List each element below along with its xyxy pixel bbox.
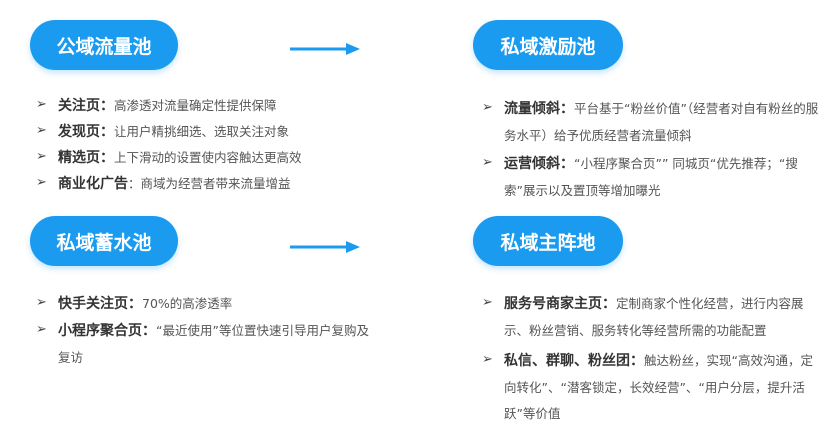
private-main-list: 服务号商家主页：定制商家个性化经营，进行内容展示、粉丝营销、服务转化等经营所需的… [482, 290, 822, 430]
private-main-title: 私域主阵地 [473, 216, 623, 266]
item-key: 精选页： [58, 150, 114, 166]
list-item: 发现页：让用户精挑细选、选取关注对象 [36, 121, 376, 147]
private-pool-title: 私域蓄水池 [30, 216, 178, 266]
list-item: 精选页：上下滑动的设置使内容触达更高效 [36, 147, 376, 173]
list-item: 私信、群聊、粉丝团：触达粉丝，实现“高效沟通，定向转化”、“潜客锁定，长效经营”… [482, 347, 822, 426]
item-desc: “最近使用”等位置快速引导用户复购及复访 [58, 323, 369, 365]
item-desc: ：商域为经营者带来流量增益 [128, 176, 291, 191]
list-item: 小程序聚合页：“最近使用”等位置快速引导用户复购及复访 [36, 317, 376, 370]
public-pool-list: 关注页：高渗透对流量确定性提供保障 发现页：让用户精挑细选、选取关注对象 精选页… [36, 95, 376, 199]
item-key: 快手关注页： [58, 296, 142, 312]
list-item: 服务号商家主页：定制商家个性化经营，进行内容展示、粉丝营销、服务转化等经营所需的… [482, 290, 822, 343]
item-desc: 高渗透对流量确定性提供保障 [114, 98, 277, 113]
item-key: 商业化广告 [58, 176, 128, 192]
item-key: 小程序聚合页： [58, 323, 156, 339]
item-key: 私信、群聊、粉丝团： [504, 353, 644, 369]
item-key: 运营倾斜： [504, 156, 574, 172]
arrow-right-icon [290, 241, 360, 253]
item-desc: 70%的高渗透率 [142, 296, 233, 311]
item-desc: 触达粉丝，实现“高效沟通，定向转化”、“潜客锁定，长效经营”、“用户分层，提升活… [504, 353, 813, 421]
arrow-right-icon [290, 43, 360, 55]
item-desc: “小程序聚合页”” 同城页“优先推荐；“搜索”展示以及置顶等增加曝光 [504, 156, 798, 198]
item-key: 流量倾斜： [504, 101, 574, 117]
private-pool-list: 快手关注页：70%的高渗透率 小程序聚合页：“最近使用”等位置快速引导用户复购及… [36, 290, 376, 370]
item-desc: 定制商家个性化经营，进行内容展示、粉丝营销、服务转化等经营所需的功能配置 [504, 296, 804, 338]
item-key: 服务号商家主页： [504, 296, 616, 312]
private-motivation-title: 私域激励池 [473, 20, 623, 70]
item-key: 发现页： [58, 124, 114, 140]
item-key: 关注页： [58, 98, 114, 114]
private-motivation-list: 流量倾斜：平台基于“粉丝价值”（经营者对自有粉丝的服务水平）给予优质经营者流量倾… [482, 95, 822, 205]
list-item: 流量倾斜：平台基于“粉丝价值”（经营者对自有粉丝的服务水平）给予优质经营者流量倾… [482, 95, 822, 148]
public-pool-title: 公域流量池 [30, 20, 178, 70]
item-desc: 上下滑动的设置使内容触达更高效 [114, 150, 302, 165]
list-item: 快手关注页：70%的高渗透率 [36, 290, 376, 317]
list-item: 关注页：高渗透对流量确定性提供保障 [36, 95, 376, 121]
item-desc: 平台基于“粉丝价值”（经营者对自有粉丝的服务水平）给予优质经营者流量倾斜 [504, 101, 819, 143]
item-desc: 让用户精挑细选、选取关注对象 [114, 124, 290, 139]
list-item: 商业化广告：商域为经营者带来流量增益 [36, 173, 376, 199]
list-item: 运营倾斜：“小程序聚合页”” 同城页“优先推荐；“搜索”展示以及置顶等增加曝光 [482, 150, 822, 203]
